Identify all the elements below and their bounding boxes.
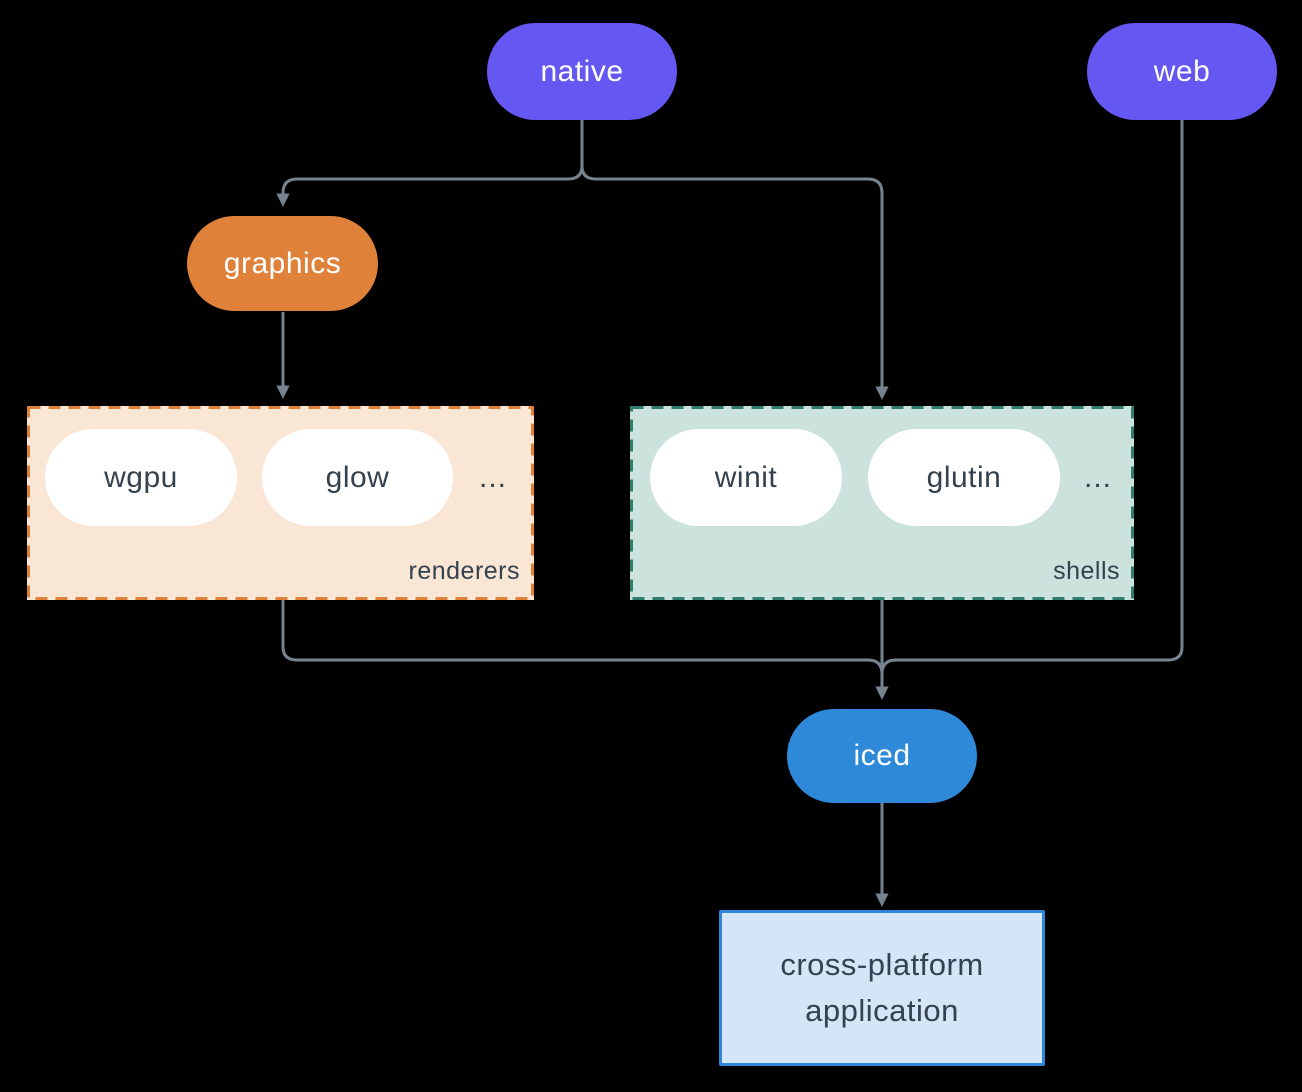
app-label-line1: cross-platform [780,946,984,982]
node-iced: iced [787,709,977,803]
group-shells: winit glutin ... shells [630,406,1134,600]
node-winit-label: winit [714,460,778,494]
edge-renderers-to-iced [281,600,884,675]
group-renderers: wgpu glow ... renderers [27,406,534,600]
shells-group-label: shells [1053,557,1120,585]
node-wgpu-label: wgpu [104,460,178,494]
renderers-group-label: renderers [408,557,520,585]
node-web: web [1087,23,1277,120]
node-native: native [487,23,677,120]
node-winit: winit [650,429,842,526]
edge-native-to-graphics [276,165,584,207]
node-cross-platform-application: cross-platform application [719,910,1045,1066]
edge-native-to-shells [580,165,889,400]
node-native-label: native [540,54,624,88]
node-glow-label: glow [325,460,390,494]
renderers-ellipsis: ... [478,460,507,494]
node-web-label: web [1153,54,1211,88]
node-wgpu: wgpu [45,429,237,526]
shells-ellipsis: ... [1083,460,1112,494]
app-label-line2: application [805,993,959,1028]
node-glow: glow [262,429,453,526]
node-glutin-label: glutin [926,460,1002,494]
node-graphics-label: graphics [223,246,342,280]
node-iced-label: iced [853,739,911,772]
node-graphics: graphics [187,216,378,311]
node-glutin: glutin [868,429,1060,526]
